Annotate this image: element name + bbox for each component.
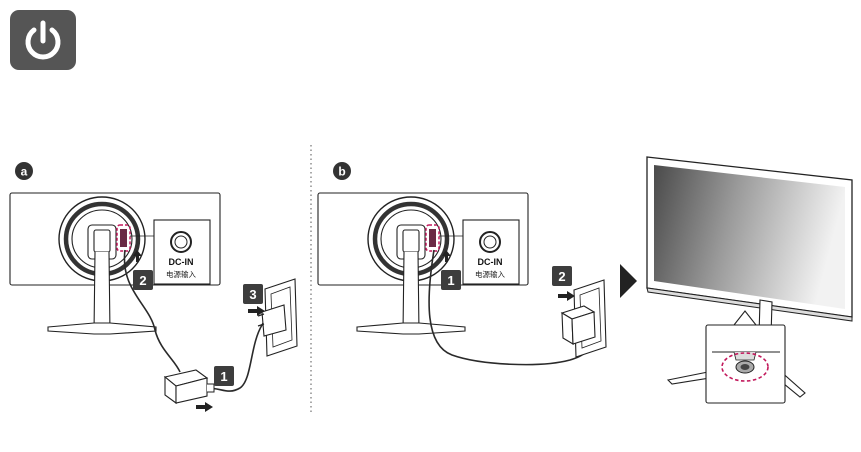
step-badge-2: 2 (133, 270, 153, 290)
panel-letter-badge: a (15, 162, 33, 180)
port-sublabel: 电源输入 (166, 269, 196, 279)
panel-letter: a (21, 165, 28, 179)
dc-cable (123, 249, 181, 373)
power-adapter (163, 369, 209, 405)
power-button-callout (705, 310, 786, 404)
step-number: 1 (220, 369, 227, 384)
ac-cable (206, 317, 267, 392)
insert-arrow (133, 250, 142, 262)
adapter-arrow (196, 402, 213, 412)
dc-in-callout: DC-IN 电源输入 (462, 219, 520, 285)
port-highlight (425, 224, 440, 252)
next-step-arrow (620, 264, 637, 298)
step-number: 2 (558, 269, 565, 284)
step-number: 1 (447, 273, 454, 288)
power-button-highlight (721, 352, 769, 382)
step-badge-3: 3 (243, 284, 263, 304)
panel-letter-badge: b (333, 162, 351, 180)
outlet-arrow (248, 306, 265, 316)
panel-a: a DC-IN 电源输入 (9, 162, 298, 412)
step-number: 2 (139, 273, 146, 288)
monitor-front (646, 156, 853, 398)
ac-connector (207, 383, 215, 393)
port-sublabel: 电源输入 (475, 269, 505, 279)
wall-adapter (560, 305, 596, 345)
port-label: DC-IN (478, 257, 503, 267)
step-number: 3 (249, 287, 256, 302)
dc-in-callout: DC-IN 电源输入 (153, 219, 211, 285)
adapter-arrow (558, 291, 575, 301)
panel-letter: b (338, 165, 345, 179)
port-label: DC-IN (169, 257, 194, 267)
insert-arrow (442, 250, 451, 262)
power-icon (10, 10, 76, 70)
port-highlight (116, 224, 131, 252)
step-badge-1: 1 (214, 366, 234, 386)
panel-b: b DC-IN 电源输入 (317, 162, 607, 366)
step-badge-2: 2 (552, 266, 572, 286)
step-badge-1: 1 (441, 270, 461, 290)
wall-outlet (257, 278, 298, 357)
